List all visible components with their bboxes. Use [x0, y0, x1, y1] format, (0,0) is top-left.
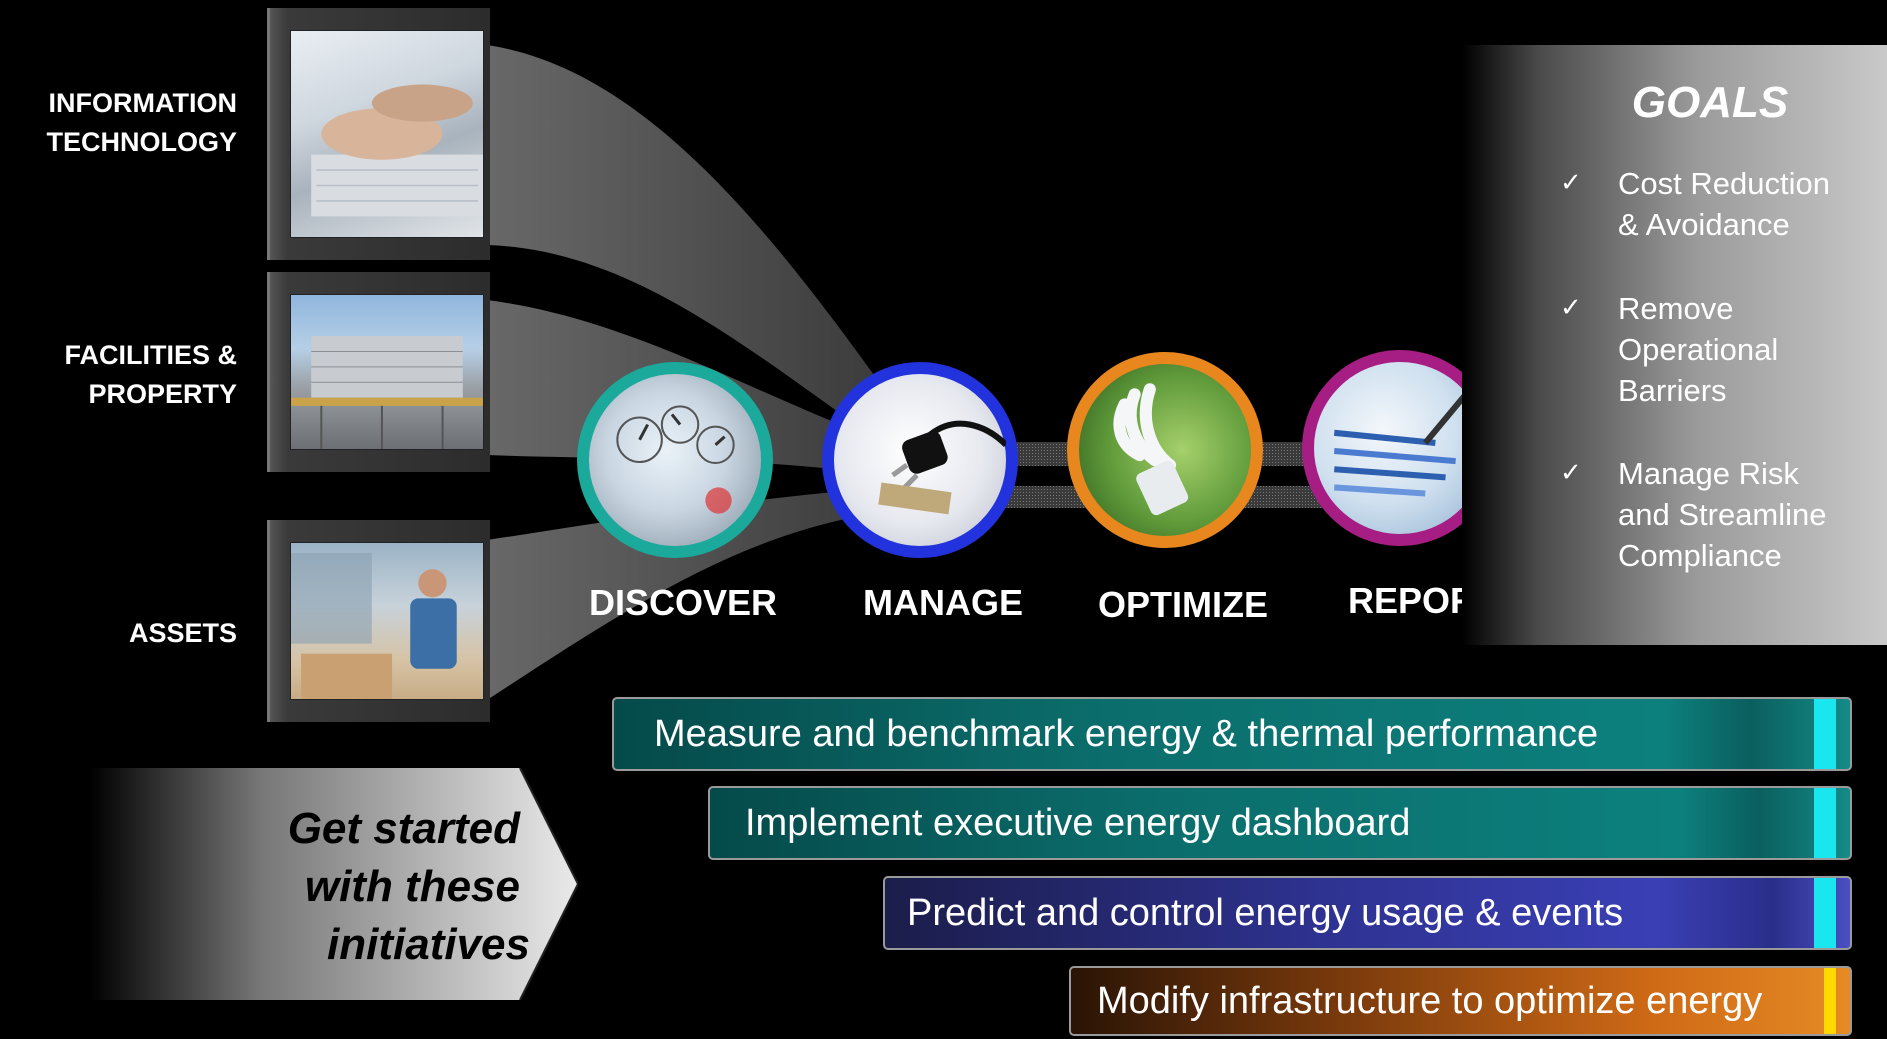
cta-line: initiatives	[327, 920, 530, 969]
assets-photo	[290, 542, 484, 700]
ribbon-assets	[487, 485, 920, 700]
report-chart-icon	[1333, 380, 1479, 497]
initiative-bar-4: Modify infrastructure to optimize energy	[1069, 966, 1852, 1036]
cta-line: with these	[304, 862, 520, 911]
stage-optimize-circle	[1067, 352, 1263, 548]
initiative-bar-1: Measure and benchmark energy & thermal p…	[612, 697, 1852, 771]
goal-item: ✓ Cost Reduction & Avoidance	[1560, 163, 1870, 245]
checkmark-icon: ✓	[1560, 168, 1582, 198]
get-started-arrow	[90, 768, 578, 1000]
goal-item: ✓ Remove Operational Barriers	[1560, 288, 1870, 411]
checkmark-icon: ✓	[1560, 458, 1582, 488]
it-photo	[290, 30, 484, 238]
initiative-text: Measure and benchmark energy & thermal p…	[654, 713, 1599, 755]
initiative-endcap	[1814, 699, 1836, 769]
category-label-it: INFORMATION TECHNOLOGY	[46, 88, 237, 157]
stage-discover-circle	[577, 362, 773, 558]
goals-panel	[1462, 45, 1887, 645]
bulb-icon	[1113, 383, 1189, 516]
panel-assets	[267, 520, 490, 722]
stage-label-optimize: OPTIMIZE	[1098, 584, 1268, 625]
checkmark-icon: ✓	[1560, 293, 1582, 323]
category-label-facilities: FACILITIES & PROPERTY	[64, 340, 237, 409]
goal-text: Manage Risk and Streamline Compliance	[1618, 456, 1827, 573]
stage-label-manage: MANAGE	[863, 582, 1023, 623]
initiative-endcap	[1814, 788, 1836, 858]
get-started-text: Get started with these initiatives	[200, 800, 530, 974]
goals-title: GOALS	[1631, 78, 1789, 127]
meter-icon	[616, 405, 735, 514]
panel-it	[267, 8, 490, 260]
cta-line: Get started	[287, 804, 520, 853]
initiative-text: Implement executive energy dashboard	[745, 802, 1411, 844]
goal-item: ✓ Manage Risk and Streamline Compliance	[1560, 453, 1870, 576]
initiative-endcap	[1824, 968, 1836, 1034]
initiative-text: Modify infrastructure to optimize energy	[1097, 980, 1763, 1022]
panel-facilities	[267, 272, 490, 472]
plug-icon	[878, 420, 1009, 515]
goal-text: Remove Operational Barriers	[1618, 291, 1779, 408]
stage-label-discover: DISCOVER	[588, 582, 778, 623]
goal-text: Cost Reduction & Avoidance	[1618, 166, 1830, 242]
stage-manage-circle	[822, 362, 1018, 558]
initiative-bar-2: Implement executive energy dashboard	[708, 786, 1852, 860]
ribbon-it	[487, 45, 920, 470]
initiative-bar-3: Predict and control energy usage & event…	[883, 876, 1852, 950]
category-label-assets: ASSETS	[128, 618, 237, 648]
initiative-endcap	[1814, 878, 1836, 948]
initiative-text: Predict and control energy usage & event…	[907, 892, 1624, 934]
facilities-photo	[290, 294, 484, 450]
